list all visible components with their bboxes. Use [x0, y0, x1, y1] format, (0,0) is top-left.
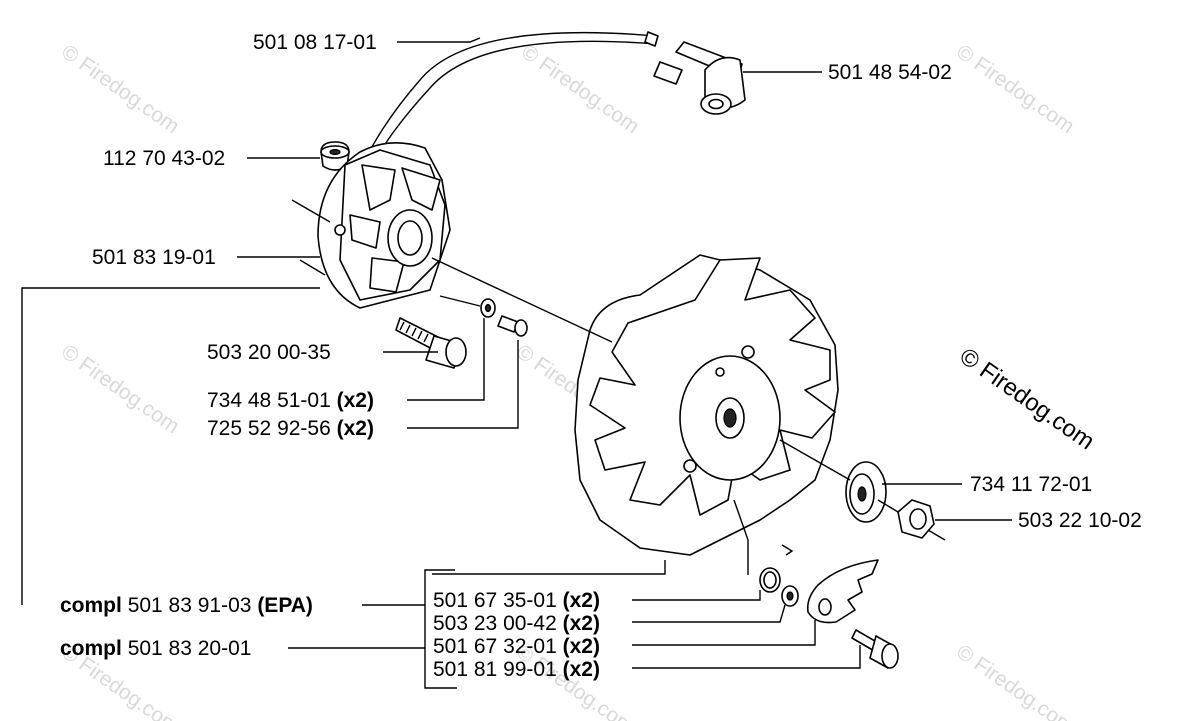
part-label: 503 20 00-35: [207, 341, 331, 364]
watermark: © Firedog.com: [57, 340, 183, 438]
copyright-notice: © Firedog.com: [955, 343, 1100, 456]
assembly-prefix: compl: [60, 637, 122, 660]
flywheel-washer: [845, 461, 887, 523]
part-label: 501 67 32-01 (x2): [433, 635, 600, 658]
assembly-label: compl 501 83 20-01: [60, 637, 251, 660]
part-label: 725 52 92-56 (x2): [207, 417, 374, 440]
part-number: 725 52 92-56: [207, 417, 331, 440]
part-number: 734 48 51-01: [207, 389, 331, 412]
part-number: 501 67 35-01: [433, 589, 557, 612]
pawl-washer: [781, 585, 799, 607]
part-number: 501 81 99-01: [433, 658, 557, 681]
assembly-axis-lines: [291, 199, 946, 575]
assembly-suffix: (EPA): [257, 594, 313, 617]
assembly-number: 501 83 20-01: [128, 637, 252, 660]
part-qty: (x2): [563, 658, 600, 681]
part-label: 501 81 99-01 (x2): [433, 658, 600, 681]
watermark: © Firedog.com: [952, 640, 1078, 721]
leader-lines: [21, 37, 1012, 689]
ignition-module: [317, 142, 451, 309]
spark-plug-boot: [675, 41, 746, 115]
part-qty: (x2): [337, 417, 374, 440]
flywheel: [574, 254, 839, 556]
part-label: 501 48 54-02: [828, 61, 952, 84]
part-label: 501 83 19-01: [92, 246, 216, 269]
part-qty: (x2): [337, 389, 374, 412]
part-label: 503 23 00-42 (x2): [433, 612, 600, 635]
assembly-prefix: compl: [60, 594, 122, 617]
part-label: 112 70 43-02: [103, 147, 225, 170]
part-label: 734 11 72-01: [970, 473, 1092, 496]
screw-725-52-92: [497, 315, 528, 337]
part-number: 503 23 00-42: [433, 612, 557, 635]
assembly-number: 501 83 91-03: [128, 594, 252, 617]
part-label: 501 08 17-01: [253, 31, 377, 54]
starter-pawl: [806, 559, 879, 624]
washer-734-48-51: [480, 298, 496, 318]
watermark: © Firedog.com: [57, 40, 183, 138]
watermark: © Firedog.com: [952, 40, 1078, 138]
part-qty: (x2): [563, 635, 600, 658]
part-number: 501 67 32-01: [433, 635, 557, 658]
pawl-screw: [851, 629, 899, 669]
watermark: © Firedog.com: [517, 40, 643, 138]
flywheel-nut: [897, 499, 935, 539]
part-qty: (x2): [563, 612, 600, 635]
part-label: 501 67 35-01 (x2): [433, 589, 600, 612]
pawl-spring: [759, 544, 794, 593]
assembly-label: compl 501 83 91-03 (EPA): [60, 594, 313, 617]
part-label: 734 48 51-01 (x2): [207, 389, 374, 412]
mounting-screw: [395, 317, 467, 369]
part-qty: (x2): [563, 589, 600, 612]
grommet: [320, 141, 350, 171]
ignition-cable: [364, 31, 683, 161]
part-label: 503 22 10-02: [1018, 509, 1142, 532]
